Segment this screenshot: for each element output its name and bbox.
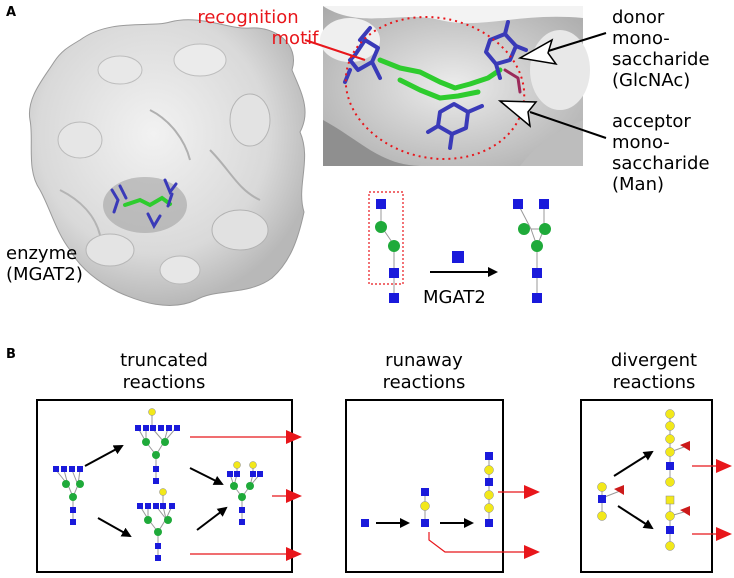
truncated-exit-arrows bbox=[190, 430, 302, 561]
reaction-product bbox=[513, 199, 551, 303]
divergent-box bbox=[580, 399, 713, 573]
truncated-title-1: truncated bbox=[120, 350, 208, 371]
panel-a-letter: A bbox=[6, 5, 16, 20]
reaction-enzyme-label: MGAT2 bbox=[423, 287, 486, 308]
truncated-start-glycan bbox=[53, 466, 84, 525]
donor-line-3: saccharide bbox=[612, 49, 710, 70]
acceptor-line-4: (Man) bbox=[612, 174, 664, 195]
reaction-substrate bbox=[368, 191, 404, 303]
acceptor-line-3: saccharide bbox=[612, 153, 710, 174]
motif-pointer bbox=[304, 39, 366, 61]
bound-ligand bbox=[110, 178, 178, 230]
runaway-exit-arrows bbox=[428, 485, 540, 559]
enzyme-surface bbox=[28, 19, 306, 306]
enzyme-name-label: (MGAT2) bbox=[6, 264, 83, 285]
runaway-box bbox=[345, 399, 504, 573]
donor-glcnac bbox=[452, 251, 464, 263]
active-site-closeup bbox=[320, 6, 590, 166]
panel-b-letter: B bbox=[6, 347, 16, 362]
donor-arrow bbox=[517, 32, 607, 66]
divergent-title-1: divergent bbox=[611, 350, 697, 371]
divergent-title-2: reactions bbox=[613, 372, 696, 393]
truncated-box bbox=[36, 399, 293, 573]
runaway-glycans bbox=[361, 452, 494, 527]
acceptor-line-2: mono- bbox=[612, 132, 670, 153]
truncated-arrows bbox=[84, 445, 228, 537]
motif-label: motif bbox=[272, 28, 320, 49]
truncated-top-glycan bbox=[135, 408, 180, 484]
recognition-label: recognition bbox=[197, 7, 298, 28]
acceptor-arrow bbox=[497, 100, 607, 139]
divergent-arrows bbox=[613, 450, 654, 530]
donor-line-4: (GlcNAc) bbox=[612, 70, 690, 91]
donor-line-2: mono- bbox=[612, 28, 670, 49]
donor-line-1: donor bbox=[612, 7, 665, 28]
truncated-bottom-glycan bbox=[137, 488, 175, 561]
divergent-exit-arrows bbox=[692, 459, 732, 541]
runaway-title-1: runaway bbox=[385, 350, 463, 371]
acceptor-line-1: acceptor bbox=[612, 111, 691, 132]
divergent-glycans bbox=[597, 409, 690, 551]
truncated-right-glycan bbox=[227, 461, 263, 525]
enzyme-label: enzyme bbox=[6, 243, 77, 264]
runaway-title-2: reactions bbox=[383, 372, 466, 393]
truncated-title-2: reactions bbox=[123, 372, 206, 393]
